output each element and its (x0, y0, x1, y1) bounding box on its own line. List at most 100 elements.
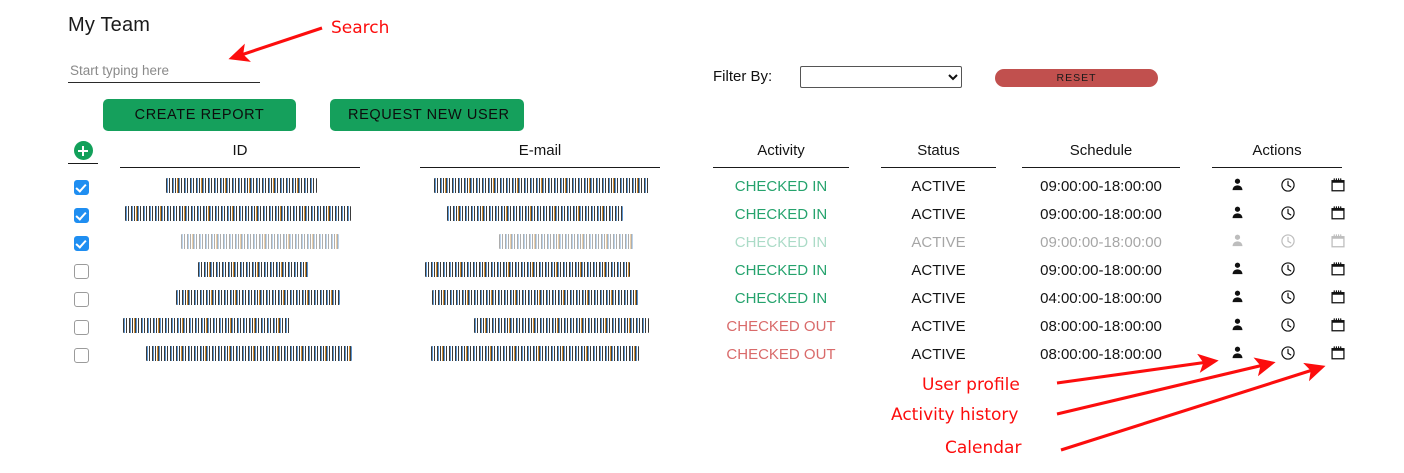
row-activity: CHECKED IN (734, 262, 828, 279)
row-email-redacted (434, 178, 649, 193)
row-activity: CHECKED OUT (726, 346, 836, 363)
user-profile-icon[interactable] (1230, 233, 1250, 252)
user-profile-icon[interactable] (1230, 205, 1250, 224)
calendar-icon[interactable] (1330, 177, 1350, 196)
filter-by-select[interactable] (800, 66, 962, 88)
column-header-label: Status (917, 142, 960, 159)
column-header-label: Actions (1252, 142, 1302, 159)
row-checkbox[interactable] (74, 264, 89, 279)
calendar-icon[interactable] (1330, 345, 1350, 364)
column-rule (881, 167, 996, 168)
search-input[interactable] (68, 63, 260, 83)
row-schedule: 09:00:00-18:00:00 (1040, 206, 1162, 223)
annotation-calendar: Calendar (945, 438, 1022, 458)
calendar-icon[interactable] (1330, 317, 1350, 336)
activity-history-icon[interactable] (1280, 233, 1300, 252)
column-header-schedule: Schedule (1022, 142, 1180, 168)
user-profile-icon[interactable] (1230, 317, 1250, 336)
activity-history-icon[interactable] (1280, 177, 1300, 196)
row-email-redacted (447, 206, 623, 221)
user-profile-icon[interactable] (1230, 177, 1250, 196)
search-field-wrapper (68, 62, 260, 83)
table-row[interactable]: CHECKED OUT ACTIVE 08:00:00-18:00:00 (0, 314, 1404, 342)
row-schedule: 08:00:00-18:00:00 (1040, 346, 1162, 363)
row-email-redacted (432, 290, 639, 305)
create-report-button[interactable]: CREATE REPORT (103, 99, 296, 131)
page-title: My Team (68, 14, 151, 36)
activity-history-icon[interactable] (1280, 317, 1300, 336)
row-schedule: 08:00:00-18:00:00 (1040, 318, 1162, 335)
column-header-status: Status (881, 142, 996, 168)
activity-history-icon[interactable] (1280, 289, 1300, 308)
row-checkbox[interactable] (74, 320, 89, 335)
calendar-icon[interactable] (1330, 205, 1350, 224)
row-activity: CHECKED OUT (726, 318, 836, 335)
row-status: ACTIVE (911, 178, 966, 195)
row-actions (1212, 289, 1345, 308)
row-actions (1212, 233, 1345, 252)
select-column-rule (68, 163, 98, 164)
row-id-redacted (123, 318, 291, 333)
row-checkbox[interactable] (74, 236, 89, 251)
row-status: ACTIVE (911, 318, 966, 335)
row-actions (1212, 177, 1345, 196)
row-status: ACTIVE (911, 234, 966, 251)
add-row-button[interactable] (70, 141, 96, 160)
plus-icon (73, 141, 93, 160)
row-email-redacted (474, 318, 649, 333)
row-activity: CHECKED IN (734, 234, 828, 251)
row-schedule: 09:00:00-18:00:00 (1040, 234, 1162, 251)
row-id-redacted (166, 178, 317, 193)
row-checkbox[interactable] (74, 348, 89, 363)
column-header-e-mail: E-mail (420, 142, 660, 168)
calendar-icon[interactable] (1330, 233, 1350, 252)
column-header-id: ID (120, 142, 360, 168)
row-status: ACTIVE (911, 290, 966, 307)
row-actions (1212, 205, 1345, 224)
column-rule (120, 167, 360, 168)
column-rule (1212, 167, 1342, 168)
column-header-label: Schedule (1069, 142, 1133, 159)
column-rule (420, 167, 660, 168)
row-checkbox[interactable] (74, 180, 89, 195)
column-rule (713, 167, 849, 168)
activity-history-icon[interactable] (1280, 205, 1300, 224)
calendar-icon[interactable] (1330, 289, 1350, 308)
user-profile-icon[interactable] (1230, 261, 1250, 280)
activity-history-icon[interactable] (1280, 261, 1300, 280)
row-checkbox[interactable] (74, 208, 89, 223)
activity-history-icon[interactable] (1280, 345, 1300, 364)
column-header-label: Activity (757, 142, 805, 159)
reset-button[interactable]: RESET (995, 69, 1158, 87)
calendar-icon[interactable] (1330, 261, 1350, 280)
row-id-redacted (181, 234, 339, 249)
annotation-user-profile: User profile (922, 375, 1020, 395)
request-new-user-button[interactable]: REQUEST NEW USER (330, 99, 524, 131)
row-actions (1212, 345, 1345, 364)
row-email-redacted (431, 346, 639, 361)
row-schedule: 09:00:00-18:00:00 (1040, 178, 1162, 195)
column-rule (1022, 167, 1180, 168)
user-profile-icon[interactable] (1230, 289, 1250, 308)
row-schedule: 04:00:00-18:00:00 (1040, 290, 1162, 307)
row-status: ACTIVE (911, 206, 966, 223)
annotation-activity-history: Activity history (891, 405, 1019, 425)
row-checkbox[interactable] (74, 292, 89, 307)
row-id-redacted (198, 262, 309, 277)
row-status: ACTIVE (911, 346, 966, 363)
table-row[interactable]: CHECKED IN ACTIVE 09:00:00-18:00:00 (0, 230, 1404, 258)
column-header-activity: Activity (713, 142, 849, 168)
row-id-redacted (125, 206, 351, 221)
row-schedule: 09:00:00-18:00:00 (1040, 262, 1162, 279)
annotation-search: Search (331, 18, 390, 38)
row-id-redacted (146, 346, 352, 361)
table-row[interactable]: CHECKED OUT ACTIVE 08:00:00-18:00:00 (0, 342, 1404, 370)
row-actions (1212, 261, 1345, 280)
row-email-redacted (499, 234, 634, 249)
user-profile-icon[interactable] (1230, 345, 1250, 364)
